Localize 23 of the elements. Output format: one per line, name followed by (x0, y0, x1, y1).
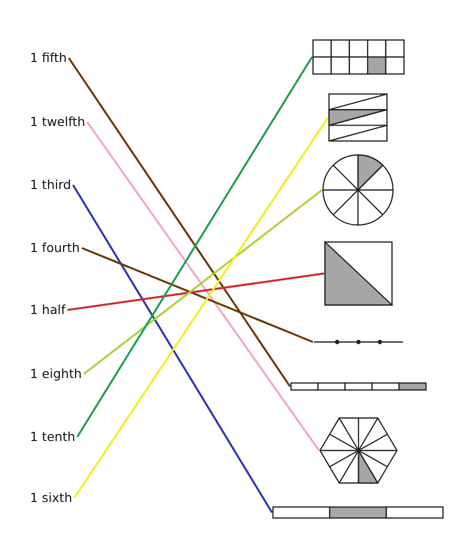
fraction-grid-drawing (313, 40, 404, 74)
fraction-label: 1 fourth (30, 240, 80, 256)
fraction-circle-drawing (323, 155, 393, 225)
fraction-rectangle-drawing (329, 94, 387, 141)
fraction-label: 1 twelfth (30, 114, 86, 130)
number-line-drawing (314, 337, 403, 347)
fraction-bar-drawing (273, 507, 443, 518)
fraction-bar-drawing (291, 383, 426, 390)
connector-line (68, 57, 291, 388)
connector-line (72, 184, 273, 514)
fraction-label: 1 sixth (30, 490, 72, 506)
connector-line (73, 116, 329, 499)
fraction-label: 1 fifth (30, 50, 67, 66)
connector-line (82, 247, 314, 343)
fraction-label: 1 eighth (30, 366, 82, 382)
connector-line (83, 189, 323, 375)
fraction-label: 1 half (30, 302, 66, 318)
connector-line (67, 272, 324, 311)
connector-line (86, 121, 320, 452)
fraction-label: 1 third (30, 177, 72, 193)
connector-line (76, 56, 313, 438)
fraction-label: 1 tenth (30, 429, 76, 445)
fraction-square-drawing (325, 242, 392, 305)
